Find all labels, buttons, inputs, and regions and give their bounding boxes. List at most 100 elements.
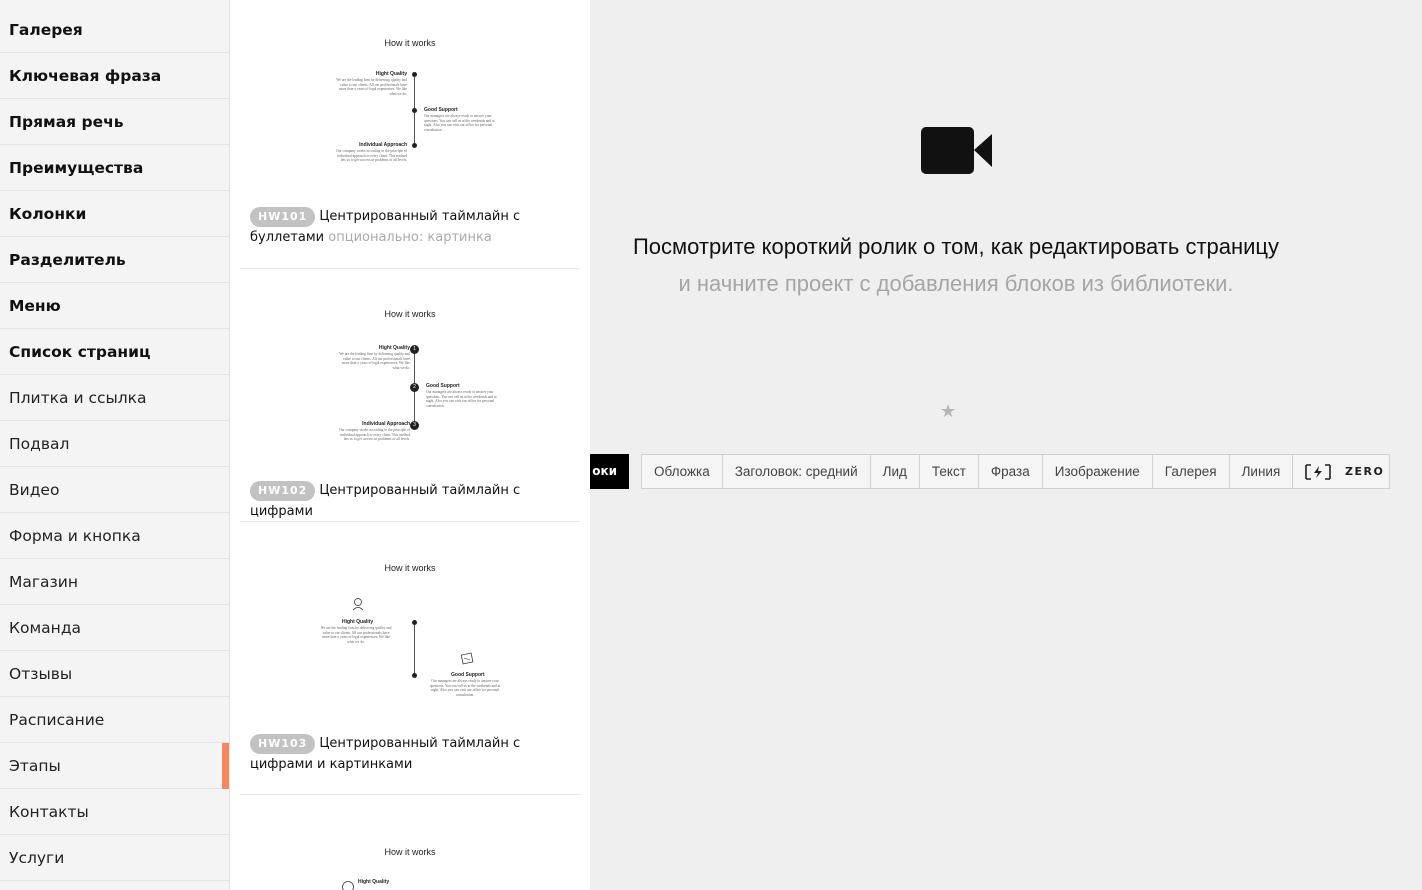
quick-block-line[interactable]: Линия [1241, 464, 1281, 479]
step-text: Our company works according to the princ… [336, 149, 407, 163]
sidebar-item-label: Меню [9, 296, 61, 315]
sidebar-item-label: Магазин [9, 572, 78, 591]
sidebar-item-label: Отзывы [9, 664, 73, 683]
step-label: Hight Quality [378, 345, 410, 351]
timeline-bullet [412, 72, 417, 77]
block-library: How it works Hight Quality We are the le… [230, 0, 590, 890]
block-card-hw104[interactable]: How it works Hight Quality [240, 795, 580, 890]
sidebar-item[interactable]: Ключевая фраза [0, 53, 229, 99]
block-card-hw101[interactable]: How it works Hight Quality We are the le… [240, 0, 580, 269]
block-title: Центрированный таймлайн с цифрами и карт… [250, 736, 521, 772]
timeline-bullet [412, 143, 417, 148]
sidebar-item-label: Прямая речь [9, 112, 124, 131]
sidebar-item-label: Ключевая фраза [9, 66, 162, 85]
sidebar-item[interactable]: Преимущества [0, 145, 229, 191]
sidebar-item[interactable]: Этапы [0, 743, 229, 789]
block-card-hw102[interactable]: How it works 1 2 3 Hight Quality We are … [240, 269, 580, 522]
quick-blocks-bar: Обложка Заголовок: средний Лид Текст Фра… [641, 454, 1294, 489]
timeline-bullet [412, 673, 417, 678]
sidebar-item[interactable]: Галерея [0, 7, 229, 53]
step-text: Our managers are always ready to answer … [424, 114, 495, 132]
quality-icon [342, 881, 354, 890]
zero-block-button[interactable]: ZERO [1292, 454, 1390, 489]
step-label: Good Support [451, 672, 485, 678]
page-canvas: Посмотрите короткий ролик о том, как ред… [590, 0, 1422, 890]
sidebar-item-label: Расписание [9, 710, 105, 729]
block-preview: How it works Hight Quality We are the le… [300, 563, 520, 703]
step-label: Hight Quality [342, 619, 374, 625]
block-preview: How it works Hight Quality [300, 847, 520, 890]
timeline-line [414, 622, 415, 676]
sidebar-item[interactable]: Подвал [0, 421, 229, 467]
sidebar-item[interactable]: Видео [0, 467, 229, 513]
sidebar-item[interactable]: Меню [0, 283, 229, 329]
support-icon [460, 652, 474, 665]
sidebar-item-label: Этапы [9, 756, 61, 775]
sidebar-item-label: Преимущества [9, 158, 144, 177]
timeline-bullet [412, 108, 417, 113]
preview-heading: How it works [384, 38, 436, 48]
sidebar-item-label: Видео [9, 480, 60, 499]
preview-heading: How it works [384, 563, 436, 573]
timeline-number: 1 [410, 345, 419, 354]
block-code-badge: HW103 [250, 733, 316, 754]
step-label: Individual Approach [359, 142, 407, 148]
video-prompt-subline: и начните проект с добавления блоков из … [678, 271, 1234, 296]
sidebar-item-label: Услуги [9, 848, 65, 867]
sidebar-item[interactable]: Плитка и ссылка [0, 375, 229, 421]
sidebar-item-label: Плитка и ссылка [9, 388, 147, 407]
sidebar-item[interactable]: Форма и кнопка [0, 513, 229, 559]
block-preview: How it works 1 2 3 Hight Quality We are … [300, 309, 520, 444]
step-label: Hight Quality [358, 879, 390, 885]
video-camera-icon[interactable] [921, 127, 992, 174]
step-text: Our managers are always ready to answer … [426, 390, 497, 408]
timeline-number: 3 [410, 421, 419, 430]
zero-block-icon [1305, 463, 1331, 480]
star-icon: ★ [940, 401, 957, 422]
sidebar-item[interactable]: Магазин [0, 559, 229, 605]
quick-block-lead[interactable]: Лид [871, 455, 920, 488]
step-text: We are the leading firm by delivering qu… [336, 78, 407, 96]
step-text: We are the leading firm by delivering qu… [339, 352, 410, 370]
sidebar-item[interactable]: Команда [0, 605, 229, 651]
step-label: Individual Approach [362, 421, 410, 427]
quality-icon [352, 598, 364, 611]
video-prompt-headline[interactable]: Посмотрите короткий ролик о том, как ред… [632, 234, 1280, 259]
sidebar-item-label: Команда [9, 618, 82, 637]
quick-block-gallery[interactable]: Галерея [1153, 455, 1230, 488]
step-label: Hight Quality [375, 71, 407, 77]
quick-block-heading[interactable]: Заголовок: средний [723, 455, 871, 488]
step-text: Our company works according to the princ… [339, 428, 410, 442]
sidebar-item-label: Галерея [9, 20, 83, 39]
sidebar-item[interactable]: Колонки [0, 191, 229, 237]
step-text: We are the leading firm by delivering qu… [320, 626, 392, 644]
quick-block-cover[interactable]: Обложка [642, 455, 723, 488]
block-title: Центрированный таймлайн с цифрами [250, 483, 521, 519]
sidebar-item[interactable]: Прямая речь [0, 99, 229, 145]
block-code-badge: HW101 [250, 206, 316, 227]
zero-block-label: ZERO [1345, 465, 1385, 478]
quick-block-text[interactable]: Текст [920, 455, 979, 488]
step-text: Our managers are always ready to answer … [429, 679, 501, 697]
sidebar-item[interactable]: Разделитель [0, 237, 229, 283]
sidebar-item[interactable]: Услуги [0, 835, 229, 881]
block-optional-note: опционально: картинка [328, 230, 492, 245]
sidebar-item[interactable]: Контакты [0, 789, 229, 835]
sidebar-item-label: Подвал [9, 434, 70, 453]
sidebar-item-label: Колонки [9, 204, 87, 223]
step-label: Good Support [424, 107, 458, 113]
all-blocks-button[interactable]: оки [590, 454, 629, 489]
block-title: Центрированный таймлайн с буллетами [250, 209, 521, 245]
sidebar-item[interactable]: Отзывы [0, 651, 229, 697]
quick-block-image[interactable]: Изображение [1043, 455, 1153, 488]
preview-heading: How it works [384, 309, 436, 319]
sidebar-item[interactable]: Список страниц [0, 329, 229, 375]
sidebar-item[interactable]: Расписание [0, 697, 229, 743]
block-card-hw103[interactable]: How it works Hight Quality We are the le… [240, 522, 580, 795]
quick-block-quote[interactable]: Фраза [979, 455, 1043, 488]
sidebar-item-label: Форма и кнопка [9, 526, 141, 545]
